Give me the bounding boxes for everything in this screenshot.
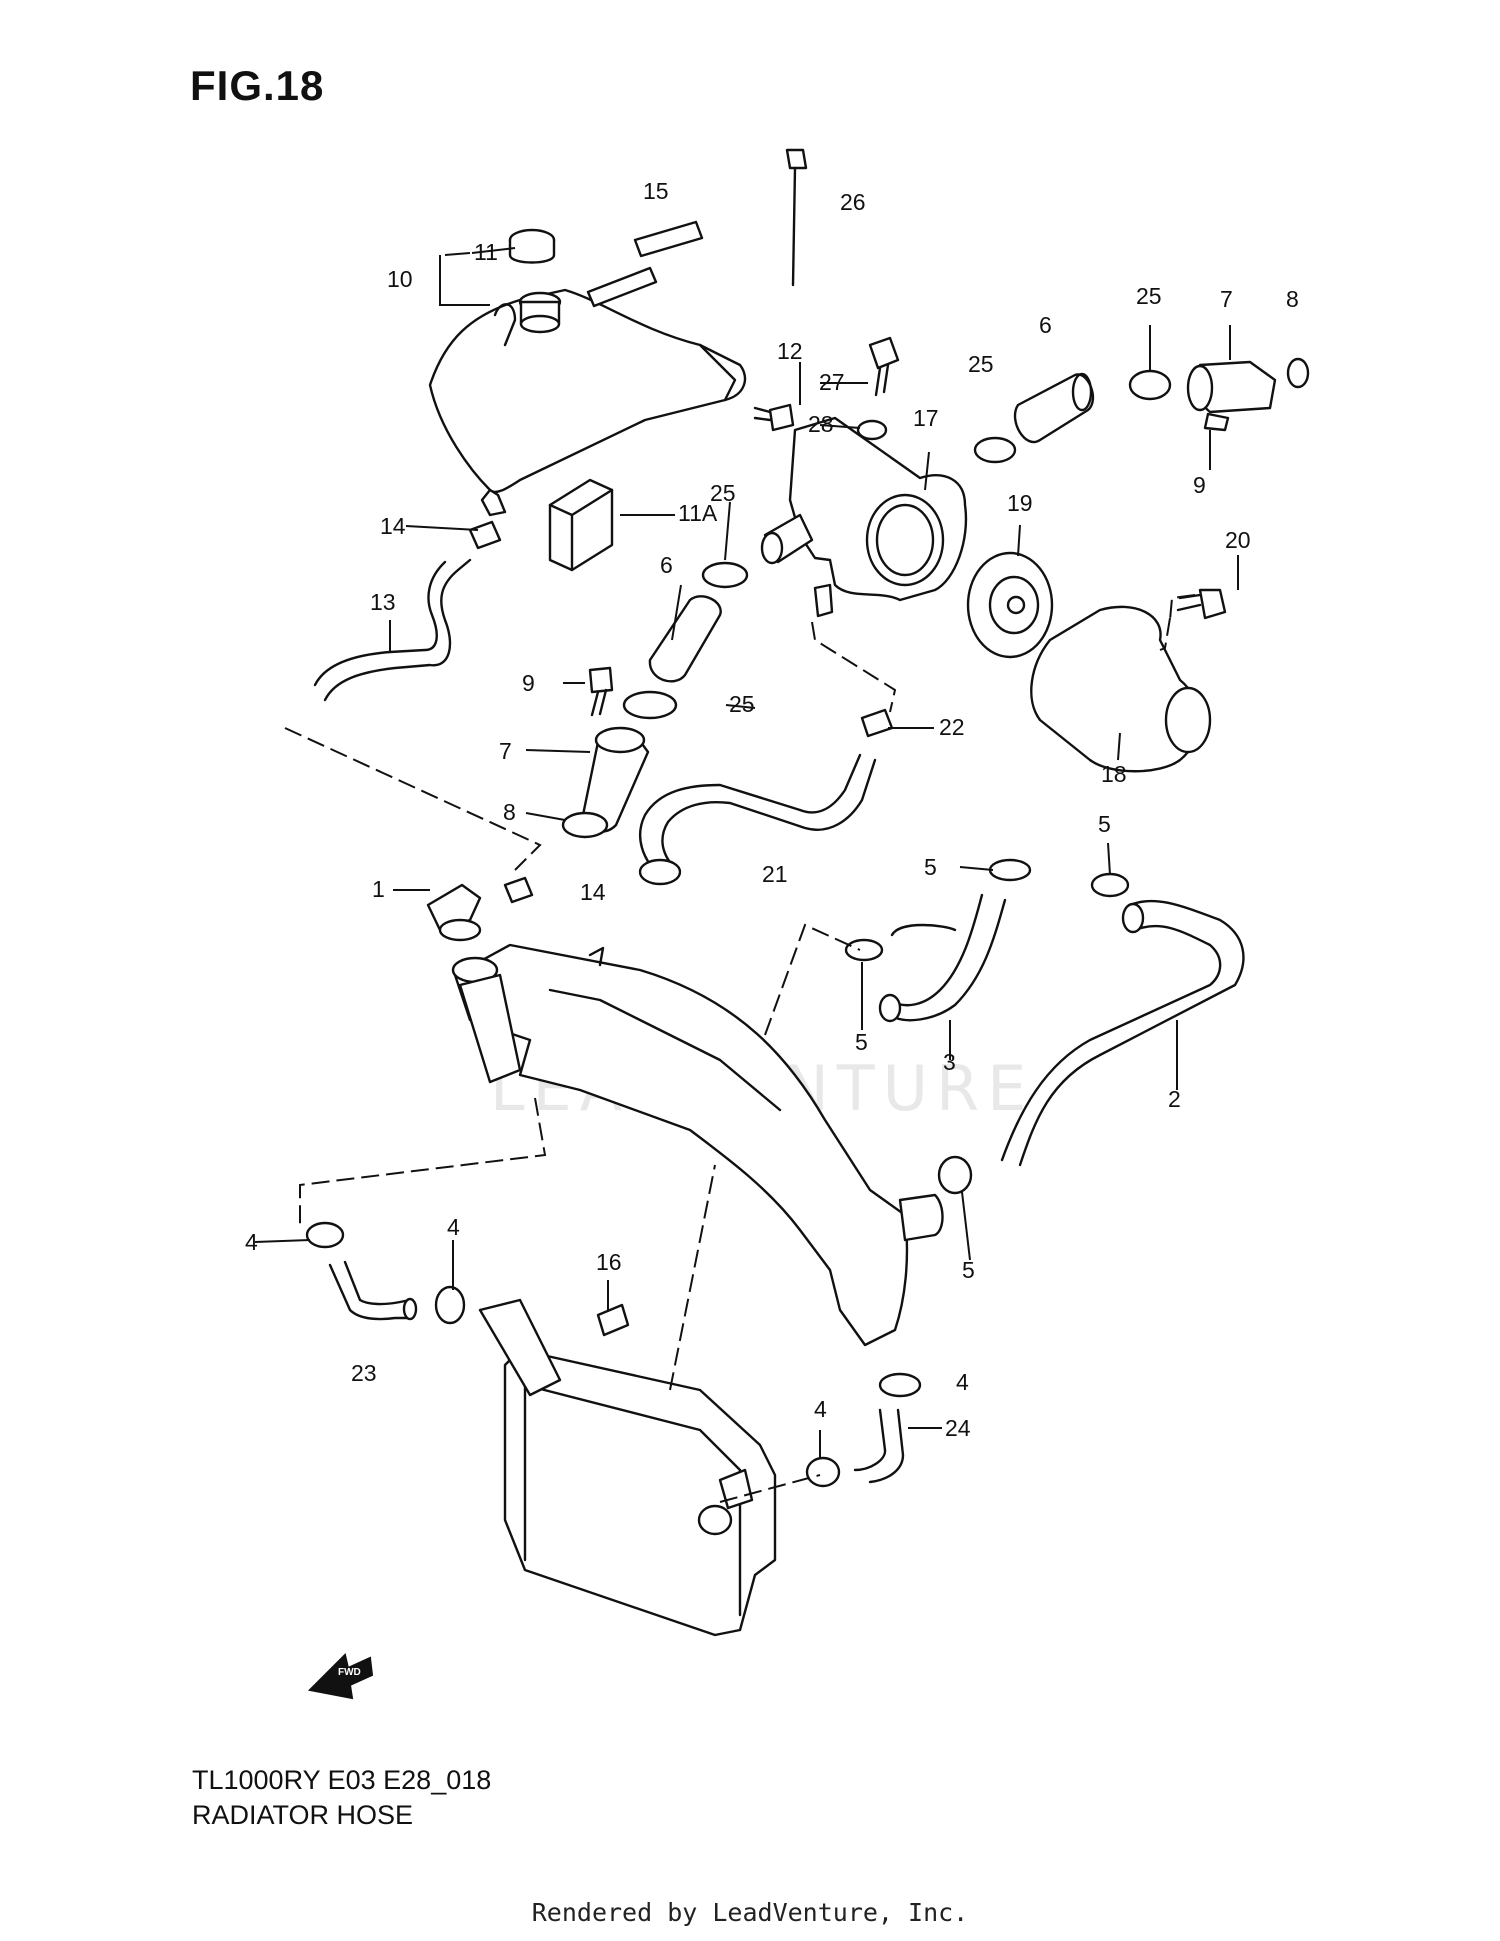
callout-2: 2 xyxy=(1168,1086,1181,1112)
callout-14-upper: 14 xyxy=(380,513,406,539)
water-hose-24 xyxy=(853,1408,905,1484)
drain-plug-16 xyxy=(596,1303,630,1337)
hose-clip-14 xyxy=(468,520,534,904)
callout-20: 20 xyxy=(1225,527,1251,553)
fwd-label: FWD xyxy=(338,1667,361,1678)
thermostat-cover xyxy=(1030,605,1212,773)
callout-13: 13 xyxy=(370,589,396,615)
callout-9-upper: 9 xyxy=(1193,472,1206,498)
callout-25-upper-mid: 25 xyxy=(968,351,994,377)
render-credit: Rendered by LeadVenture, Inc. xyxy=(531,1898,969,1927)
hose-2-end xyxy=(1121,902,1145,934)
reservoir-cap xyxy=(508,228,556,264)
callout-21: 21 xyxy=(762,861,788,887)
callout-labels: 15 26 11 10 12 27 28 25 6 25 7 8 17 9 19… xyxy=(245,178,1299,1441)
leader-lines xyxy=(254,247,1239,1458)
callout-19: 19 xyxy=(1007,490,1033,516)
callout-4-mid: 4 xyxy=(447,1214,460,1240)
callout-18: 18 xyxy=(1101,761,1127,787)
main-radiator xyxy=(478,1298,777,1637)
callout-12: 12 xyxy=(777,338,803,364)
hose-23-end xyxy=(402,1297,418,1321)
callout-26: 26 xyxy=(840,189,866,215)
thermostat-housing xyxy=(760,416,968,618)
water-hose-21 xyxy=(638,753,877,882)
water-hose-3 xyxy=(888,893,1007,1022)
o-ring-8-lower xyxy=(561,811,609,839)
union-fitting-7-upper xyxy=(1186,360,1277,414)
hose-3-end xyxy=(878,993,902,1023)
upper-radiator xyxy=(451,943,944,1347)
callout-5-top-right: 5 xyxy=(1098,811,1111,837)
callout-1: 1 xyxy=(372,876,385,902)
hose-clip-22 xyxy=(860,708,894,738)
hose-21-end xyxy=(638,858,682,886)
reservoir-pad xyxy=(548,478,614,572)
callout-3: 3 xyxy=(943,1049,956,1075)
radiator-cap xyxy=(426,883,482,942)
water-hose-6-lower xyxy=(648,595,722,683)
reservoir-tank xyxy=(428,288,747,517)
callout-10: 10 xyxy=(387,266,413,292)
bolt-9-lower xyxy=(588,666,614,717)
callout-6-upper: 6 xyxy=(1039,312,1052,338)
callout-5-top: 5 xyxy=(924,854,937,880)
callout-25-lower: 25 xyxy=(729,691,755,717)
thermostat-bolt-20 xyxy=(1176,588,1227,620)
callout-5-mid: 5 xyxy=(855,1029,868,1055)
breather-hose xyxy=(586,220,704,308)
callout-17: 17 xyxy=(913,405,939,431)
callout-23: 23 xyxy=(351,1360,377,1386)
callout-7-lower: 7 xyxy=(499,738,512,764)
bolt-9-upper xyxy=(1203,412,1230,432)
reservoir-overflow-hose xyxy=(313,558,472,702)
callout-22: 22 xyxy=(939,714,965,740)
thermostat xyxy=(966,551,1054,659)
temperature-sensor-27 xyxy=(868,336,900,397)
callout-25-upper-right: 25 xyxy=(1136,283,1162,309)
callout-9-lower: 9 xyxy=(522,670,535,696)
callout-16: 16 xyxy=(596,1249,622,1275)
callout-7-upper: 7 xyxy=(1220,286,1233,312)
hose-clamp-5 xyxy=(844,858,1130,1195)
callout-4-left: 4 xyxy=(245,1229,258,1255)
o-ring-8-upper xyxy=(1286,357,1310,389)
callout-28: 28 xyxy=(808,411,834,437)
fwd-arrow-icon: FWD xyxy=(307,1653,374,1700)
bolt-12 xyxy=(753,403,795,432)
water-hose-6-upper xyxy=(1013,372,1095,444)
callout-4-lower: 4 xyxy=(814,1396,827,1422)
callout-15: 15 xyxy=(643,178,669,204)
callout-24: 24 xyxy=(945,1415,971,1441)
figure-code: TL1000RY E03 E28_018 xyxy=(192,1765,492,1795)
callout-27: 27 xyxy=(819,369,845,395)
water-hose-2 xyxy=(1000,899,1245,1167)
assembly-lines xyxy=(284,594,1196,1503)
callout-11a: 11A xyxy=(678,500,718,526)
figure-title: FIG.18 xyxy=(190,62,325,109)
cable-tie xyxy=(785,148,808,287)
hose-clamp-4 xyxy=(305,1221,922,1488)
callout-25-mid: 25 xyxy=(710,480,736,506)
gasket-28 xyxy=(856,419,888,441)
water-hose-23 xyxy=(328,1260,412,1321)
callout-8-lower: 8 xyxy=(503,799,516,825)
callout-11: 11 xyxy=(474,239,498,265)
figure-name: RADIATOR HOSE xyxy=(192,1800,414,1830)
callout-4-right: 4 xyxy=(956,1369,969,1395)
callout-8-upper: 8 xyxy=(1286,286,1299,312)
callout-5-lower: 5 xyxy=(962,1257,975,1283)
callout-14-lower: 14 xyxy=(580,879,606,905)
callout-6-lower: 6 xyxy=(660,552,673,578)
